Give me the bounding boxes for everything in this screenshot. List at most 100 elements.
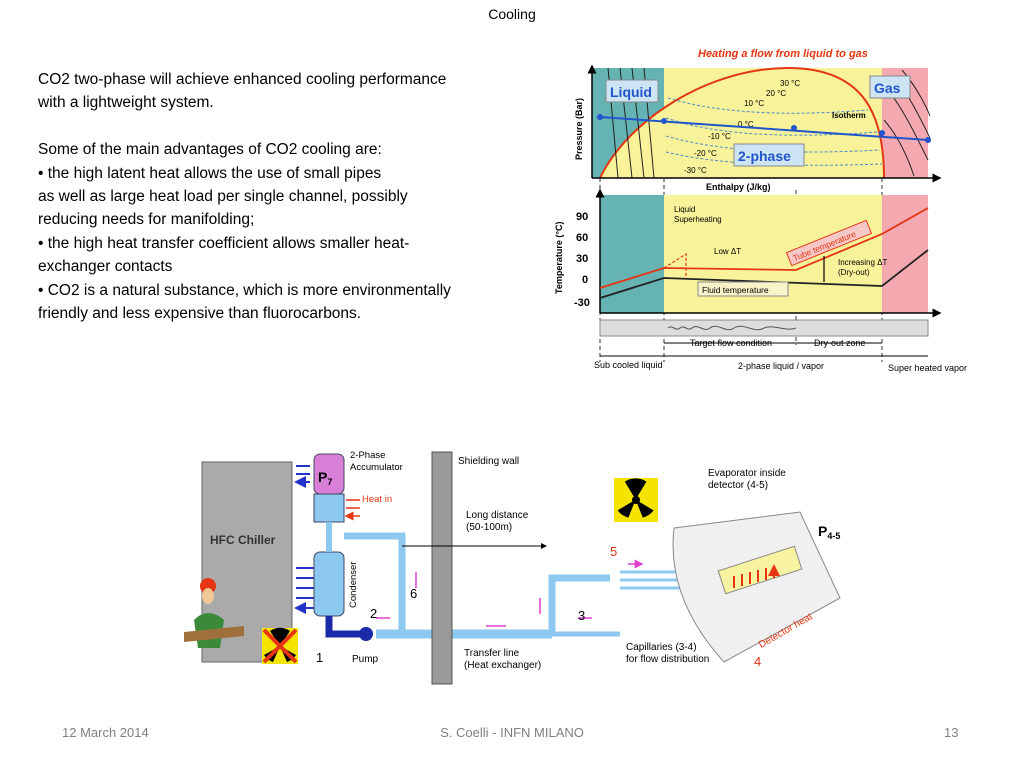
condenser [313, 551, 345, 617]
pipe-cold-supply [325, 616, 370, 638]
node-2: 2 [370, 606, 377, 621]
liquid-label: Liquid [610, 84, 652, 100]
detector-heat-arrows [733, 566, 774, 588]
top-y-label: Pressure (Bar) [574, 98, 584, 160]
tube-temperature-curve [599, 207, 929, 289]
liquid-superheating-1: Liquid [674, 205, 695, 214]
bullet2-line-2: exchanger contacts [38, 258, 173, 276]
slide-header: Cooling [488, 6, 536, 22]
isotherm-lines-right [883, 69, 931, 177]
isotherm-m30: -30 °C [684, 166, 707, 175]
gas-label: Gas [874, 80, 901, 96]
bullet3-line-1: • CO2 is a natural substance, which is m… [38, 281, 451, 299]
p7-label: P7 [318, 469, 332, 487]
shielding-wall [431, 451, 453, 685]
two-phase-vapor-label: 2-phase liquid / vapor [738, 361, 824, 371]
node-5: 5 [610, 544, 617, 559]
isotherm-m20: -20 °C [694, 149, 717, 158]
point-mid [791, 125, 797, 131]
footer-page-number: 13 [944, 725, 959, 740]
point-liquid [661, 118, 667, 124]
radiation-icon [614, 478, 658, 522]
chiller-arrows-bottom [296, 567, 316, 608]
gas-label-box [869, 75, 911, 99]
isotherm-m10: -10 °C [708, 132, 731, 141]
evaporator-label-2: detector (4-5) [708, 480, 768, 491]
footer-date: 12 March 2014 [62, 725, 149, 740]
shielding-wall-label: Shielding wall [458, 456, 519, 467]
detector-body [672, 511, 841, 663]
isotherm-dashed [665, 97, 883, 166]
paragraph-gap [38, 115, 533, 138]
isotherm-20: 20 °C [766, 89, 786, 98]
ytick-90: 90 [576, 211, 588, 223]
ytick-m30: -30 [574, 297, 590, 309]
increasing-dt-label-2: (Dry-out) [838, 268, 870, 277]
worker-icon [184, 578, 244, 648]
sub-cooled-label: Sub cooled liquid [594, 360, 663, 370]
isotherm-10: 10 °C [744, 99, 764, 108]
top-x-label: Enthalpy (J/kg) [706, 182, 771, 192]
hfc-chiller-label: HFC Chiller [210, 533, 276, 547]
ytick-60: 60 [576, 232, 588, 244]
isotherm-lines-left [607, 67, 655, 179]
node-6: 6 [410, 586, 417, 601]
capillaries-label-1: Capillaries (3-4) [626, 642, 697, 653]
transfer-line-label-2: (Heat exchanger) [464, 660, 541, 671]
accumulator-label-2: Accumulator [350, 462, 403, 473]
heat-in-arrows [346, 499, 360, 516]
super-heated-label: Super heated vapor [888, 363, 967, 373]
saturation-dome [599, 66, 885, 179]
pipe-riser [548, 574, 610, 634]
slide-body-text: CO2 two-phase will achieve enhanced cool… [38, 68, 533, 325]
pump-label: Pump [352, 654, 379, 665]
low-dt-label: Low ΔT [714, 247, 741, 256]
capillaries-label-2: for flow distribution [626, 654, 709, 665]
process-line [599, 116, 929, 141]
bullet2-line-1: • the high heat transfer coefficient all… [38, 234, 410, 252]
bullet1-line-2: as well as large heat load per single ch… [38, 188, 408, 206]
lead-line: Some of the main advantages of CO2 cooli… [38, 141, 382, 159]
transfer-line-label-1: Transfer line [464, 648, 520, 659]
point-dew [879, 130, 885, 136]
increasing-dt-label-1: Increasing ΔT [838, 258, 887, 267]
node-1: 1 [316, 650, 323, 665]
target-flow-label: Target flow condition [690, 338, 772, 348]
ytick-0: 0 [582, 274, 588, 286]
pipe-return [344, 532, 406, 632]
long-distance-label-2: (50-100m) [466, 522, 512, 533]
superheating-box [663, 252, 687, 278]
liquid-superheating-2: Superheating [674, 215, 722, 224]
point-start [597, 114, 603, 120]
two-phase-label: 2-phase [738, 148, 791, 164]
bottom-gas-region [882, 195, 928, 313]
liquid-label-box [605, 79, 659, 103]
accumulator-label-1: 2-Phase [350, 450, 385, 461]
heat-in-label: Heat in [362, 494, 392, 505]
pump [359, 627, 373, 641]
p45-label: P4-5 [818, 523, 840, 541]
diagram-title: Heating a flow from liquid to gas [698, 48, 868, 60]
two-phase-label-box [733, 143, 805, 167]
node-3: 3 [578, 608, 585, 623]
phase-diagram: Heating a flow from liquid to gas Pressu… [554, 48, 967, 373]
intro-line-2: with a lightweight system. [38, 94, 214, 112]
isotherm-label: Isotherm [832, 111, 866, 120]
flow-arrows [376, 564, 642, 627]
no-radiation-icon [262, 627, 298, 664]
bottom-y-label: Temperature (°C) [554, 222, 564, 294]
fluid-temp-label-box [697, 281, 789, 297]
point-end [925, 137, 931, 143]
ytick-30: 30 [576, 253, 588, 265]
tube-temp-label-box [785, 219, 873, 267]
node-4: 4 [754, 654, 761, 669]
cooling-schematic: HFC Chiller P7 2-Phase Accumulator Heat … [184, 450, 841, 685]
footer-author: S. Coelli - INFN MILANO [440, 725, 584, 740]
fluid-temp-label: Fluid temperature [702, 285, 769, 295]
intro-line-1: CO2 two-phase will achieve enhanced cool… [38, 71, 447, 88]
isotherm-30: 30 °C [780, 79, 800, 88]
dry-out-label: Dry-out zone [814, 338, 866, 348]
accumulator-body [313, 493, 345, 523]
bullet1-line-1: • the high latent heat allows the use of… [38, 164, 382, 182]
isotherm-0: 0 °C [738, 120, 754, 129]
